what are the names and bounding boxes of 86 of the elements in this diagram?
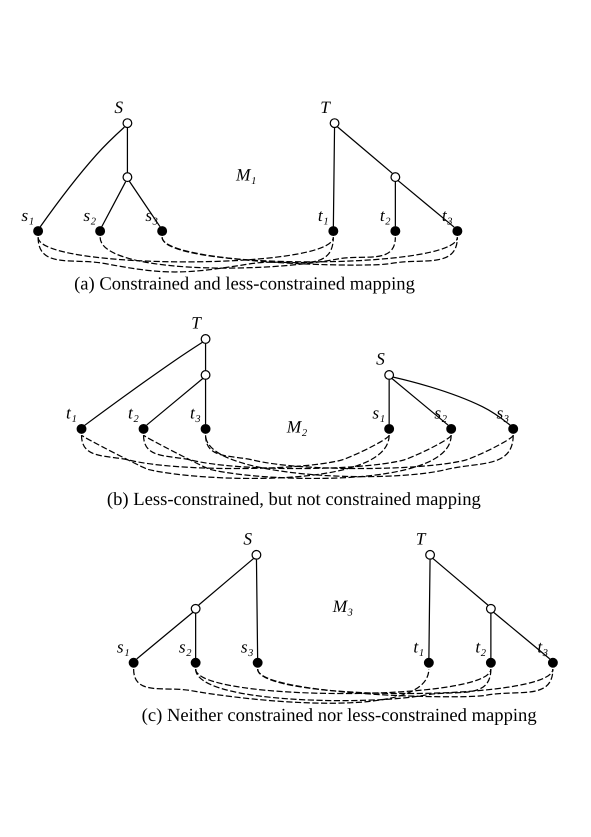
node-dot bbox=[138, 423, 148, 434]
node-circle bbox=[190, 603, 201, 614]
connector bbox=[388, 379, 390, 424]
node-dot bbox=[95, 226, 106, 236]
connector bbox=[142, 434, 452, 478]
label: (b) Less-constrained, but not constrained mapping bbox=[106, 488, 481, 510]
label: M₁ bbox=[236, 164, 256, 184]
connector bbox=[257, 668, 554, 697]
connector bbox=[490, 612, 492, 658]
connector bbox=[37, 236, 334, 272]
node-circle bbox=[486, 603, 496, 614]
node-dot bbox=[508, 423, 518, 434]
node-dot bbox=[128, 657, 139, 668]
connector bbox=[432, 558, 488, 605]
connector bbox=[337, 126, 393, 174]
node-dot bbox=[486, 657, 496, 668]
connector bbox=[393, 376, 511, 426]
node-circle bbox=[425, 549, 436, 560]
node-circle bbox=[200, 334, 211, 344]
connector bbox=[126, 127, 128, 172]
node-label: s₁ bbox=[21, 205, 34, 224]
node-dot bbox=[390, 226, 400, 236]
connector bbox=[101, 180, 126, 227]
node-dot bbox=[33, 226, 44, 236]
node-circle bbox=[384, 370, 394, 380]
node-dot bbox=[446, 423, 456, 434]
label: (c) Neither constrained nor less-constrained mapping bbox=[142, 704, 537, 726]
node-label: s₁ bbox=[116, 636, 130, 656]
node-label: T bbox=[320, 97, 330, 116]
node-label: T bbox=[416, 529, 426, 548]
connector bbox=[136, 611, 194, 659]
node-dot bbox=[157, 226, 168, 236]
node-label: s₁ bbox=[372, 403, 386, 422]
connector bbox=[204, 434, 514, 477]
label: M₃ bbox=[332, 596, 354, 616]
connector bbox=[195, 612, 196, 658]
node-label: t₃ bbox=[190, 403, 201, 422]
node-dot bbox=[76, 423, 86, 434]
node-label: t₂ bbox=[380, 205, 391, 224]
label: (a) Constrained and less-constrained mapping bbox=[74, 272, 415, 294]
connector bbox=[493, 611, 550, 659]
label: M₂ bbox=[286, 416, 308, 436]
node-circle bbox=[390, 172, 400, 182]
connector bbox=[332, 127, 336, 226]
connector bbox=[256, 559, 258, 658]
node-circle bbox=[122, 172, 132, 182]
node-dot bbox=[548, 657, 558, 668]
connector bbox=[198, 558, 254, 605]
connector bbox=[84, 341, 203, 426]
node-label: t₁ bbox=[66, 403, 77, 422]
connector bbox=[428, 559, 431, 658]
node-circle bbox=[122, 118, 132, 128]
connector bbox=[391, 377, 448, 426]
connector bbox=[100, 236, 396, 268]
connector bbox=[128, 180, 161, 227]
node-circle bbox=[200, 370, 211, 380]
node-dot bbox=[424, 657, 434, 668]
node-label: s₃ bbox=[240, 636, 254, 656]
connector bbox=[398, 180, 455, 228]
connector bbox=[80, 434, 390, 478]
connector bbox=[162, 236, 458, 266]
connector bbox=[133, 668, 430, 704]
node-dot bbox=[328, 226, 338, 236]
node-label: s₂ bbox=[83, 205, 96, 224]
node-circle bbox=[330, 118, 340, 128]
node-dot bbox=[452, 226, 462, 236]
node-label: T bbox=[191, 313, 201, 332]
connector bbox=[394, 181, 396, 226]
connector bbox=[146, 377, 204, 426]
node-label: S bbox=[114, 97, 124, 116]
node-label: t₂ bbox=[475, 636, 486, 656]
connector bbox=[204, 343, 206, 370]
node-label: s₂ bbox=[178, 636, 192, 656]
node-label: t₁ bbox=[413, 636, 424, 656]
connector bbox=[204, 379, 206, 424]
node-dot bbox=[190, 657, 201, 668]
node-label: S bbox=[376, 349, 385, 368]
node-label: S bbox=[243, 529, 252, 548]
node-dot bbox=[384, 423, 394, 434]
node-label: t₂ bbox=[128, 403, 139, 422]
connector bbox=[195, 668, 492, 701]
connector bbox=[40, 126, 125, 227]
node-dot bbox=[200, 423, 211, 434]
node-circle bbox=[251, 549, 262, 560]
node-label: t₁ bbox=[318, 205, 329, 224]
node-dot bbox=[252, 657, 263, 668]
